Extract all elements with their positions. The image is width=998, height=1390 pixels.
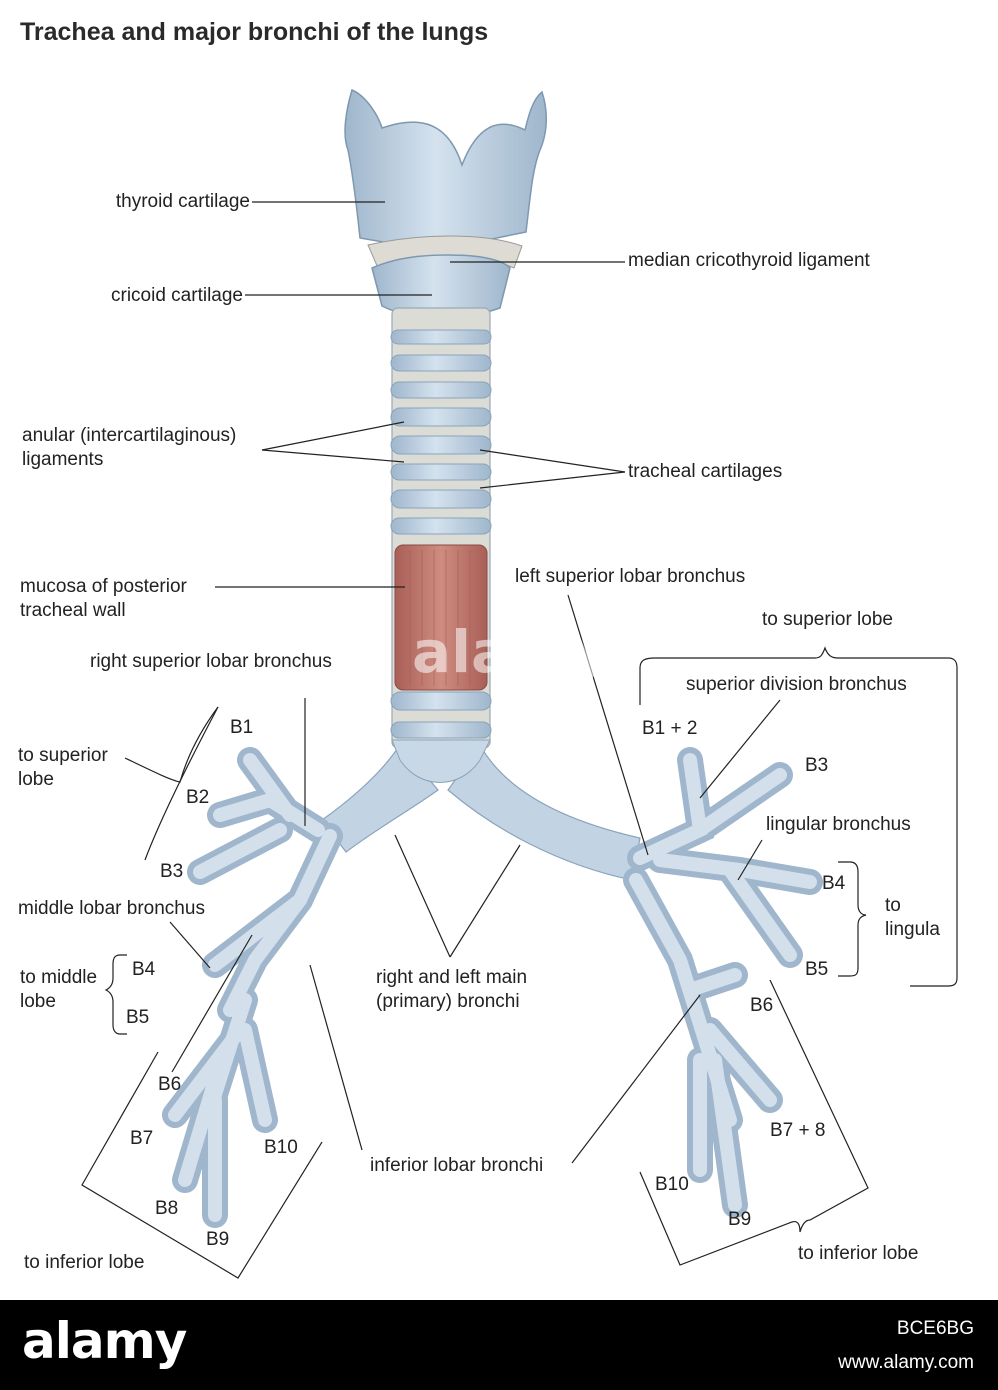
right-main-bronchus — [321, 744, 439, 853]
label-left-b4: B4 — [822, 873, 846, 894]
posterior-mucosa — [394, 544, 488, 691]
label-anular-ligaments: anular (intercartilaginous) ligaments — [22, 425, 237, 470]
alamy-logo: alamy — [22, 1312, 187, 1370]
tracheal-rings — [390, 329, 492, 739]
label-left-b10: B10 — [655, 1174, 689, 1195]
leader-lines — [81, 201, 958, 1279]
label-left-b1-2: B1 + 2 — [642, 718, 698, 739]
trachea-illustration — [81, 88, 958, 1279]
label-right-b3: B3 — [160, 861, 184, 882]
watermark: alamy — [412, 618, 609, 686]
stock-footer-bar: alamy BCE6BG www.alamy.com — [0, 1300, 998, 1390]
label-right-superior-lobar-bronchus: right superior lobar bronchus — [90, 651, 332, 672]
label-right-b8: B8 — [155, 1198, 179, 1219]
label-lingular-bronchus: lingular bronchus — [766, 814, 911, 835]
label-right-b10: B10 — [264, 1137, 298, 1158]
label-to-inferior-lobe-left: to inferior lobe — [798, 1243, 919, 1264]
label-right-b2: B2 — [186, 787, 210, 808]
label-right-b6: B6 — [158, 1074, 182, 1095]
label-to-superior-lobe-left: to superior lobe — [762, 609, 893, 630]
label-mucosa-posterior-wall: mucosa of posterior tracheal wall — [20, 576, 187, 621]
image-id: BCE6BG — [896, 1318, 974, 1339]
label-to-superior-lobe-right: to superior lobe — [18, 745, 108, 790]
label-left-b9: B9 — [728, 1209, 752, 1230]
label-median-cricothyroid-ligament: median cricothyroid ligament — [628, 250, 870, 271]
label-middle-lobar-bronchus: middle lobar bronchus — [18, 898, 205, 919]
diagram-title: Trachea and major bronchi of the lungs — [20, 18, 489, 46]
label-to-inferior-lobe-right: to inferior lobe — [24, 1252, 145, 1273]
label-right-b1: B1 — [230, 717, 254, 738]
label-tracheal-cartilages: tracheal cartilages — [628, 461, 783, 482]
label-right-b9: B9 — [206, 1229, 230, 1250]
label-right-b7: B7 — [130, 1128, 154, 1149]
label-left-b6: B6 — [750, 995, 774, 1016]
left-main-bronchus — [447, 743, 641, 881]
label-left-b3: B3 — [805, 755, 829, 776]
label-left-b5: B5 — [805, 959, 829, 980]
label-right-b5: B5 — [126, 1007, 150, 1028]
right-bronchial-tree — [162, 747, 343, 1228]
label-superior-division-bronchus: superior division bronchus — [686, 674, 907, 695]
label-thyroid-cartilage: thyroid cartilage — [115, 191, 250, 212]
anatomy-figure — [81, 88, 958, 1279]
label-cricoid-cartilage: cricoid cartilage — [111, 285, 243, 306]
label-inferior-lobar-bronchi: inferior lobar bronchi — [370, 1155, 544, 1176]
label-right-b4: B4 — [132, 959, 156, 980]
thyroid-cartilage — [344, 88, 547, 251]
label-to-middle-lobe: to middle lobe — [20, 967, 98, 1012]
label-left-superior-lobar-bronchus: left superior lobar bronchus — [515, 566, 746, 587]
label-main-bronchi: right and left main (primary) bronchi — [376, 967, 528, 1012]
label-to-lingula: to lingula — [885, 895, 940, 940]
site-url: www.alamy.com — [838, 1352, 974, 1373]
label-left-b7-8: B7 + 8 — [770, 1120, 826, 1141]
left-bronchial-tree — [623, 747, 823, 1218]
